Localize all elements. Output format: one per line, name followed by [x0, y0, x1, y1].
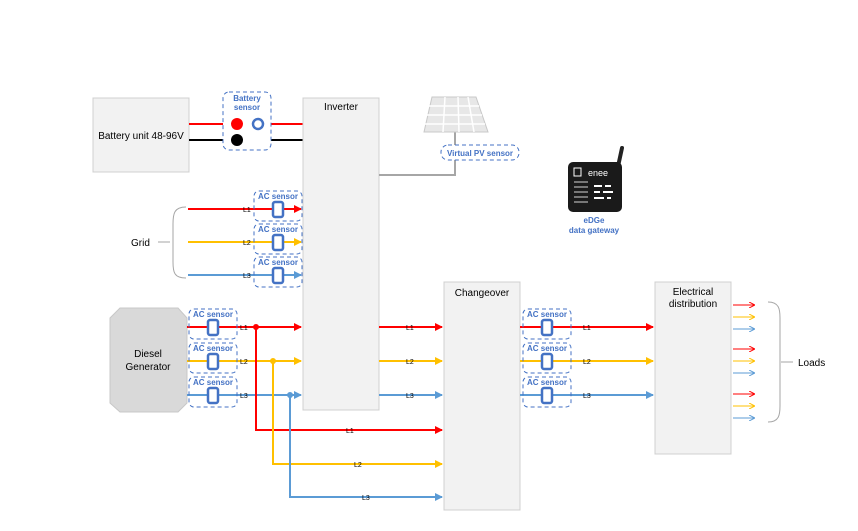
ct-clamp-icon: [206, 318, 220, 337]
bypass-l2-label: L2: [354, 462, 362, 469]
grid-l1-label: L1: [243, 207, 251, 214]
bypass-l1-label: L1: [346, 428, 354, 435]
gateway-name: eDGe: [584, 216, 605, 225]
virtual-pv-label: Virtual PV sensor: [447, 149, 513, 158]
ct-clamp-icon: [540, 352, 554, 371]
ac-sensor-grid-l2: AC sensor: [253, 223, 303, 255]
ct-clamp-icon: [540, 318, 554, 337]
inv-out-l3-label: L3: [406, 393, 414, 400]
gen-l3-label: L3: [240, 393, 248, 400]
generator-label-1: Diesel: [134, 349, 162, 360]
ac-sensor-label: AC sensor: [527, 344, 567, 353]
diesel-generator: Diesel Generator: [109, 307, 188, 413]
ct-clamp-icon: [271, 200, 285, 219]
ac-sensor-label: AC sensor: [258, 258, 298, 267]
grid-label: Grid: [131, 238, 150, 249]
junction-l3: [287, 392, 293, 398]
bypass-l3-label: L3: [362, 495, 370, 502]
ac-sensor-grid-l3: AC sensor: [253, 256, 303, 288]
bypass-l1-line: [255, 327, 443, 434]
solar-panel-icon: [423, 96, 489, 133]
ct-clamp-icon: [271, 266, 285, 285]
inv-out-l1-label: L1: [406, 325, 414, 332]
grid-l3-label: L3: [243, 273, 251, 280]
changeover-label: Changeover: [455, 288, 510, 299]
ct-clamp-icon: [206, 352, 220, 371]
loads-label: Loads: [798, 358, 825, 369]
dist-l3-label: L3: [583, 393, 591, 400]
changeover: Changeover: [443, 281, 521, 511]
battery-sensor-label-1: Battery: [233, 94, 261, 103]
dist-l2-label: L2: [583, 359, 591, 366]
ac-sensor-label: AC sensor: [258, 225, 298, 234]
edge-gateway: enee eDGe data gateway: [568, 146, 624, 235]
inverter-label: Inverter: [324, 102, 359, 113]
inv-out-l2-label: L2: [406, 359, 414, 366]
electrical-distribution: Electrical distribution: [654, 281, 732, 455]
distribution-label-2: distribution: [669, 299, 717, 310]
loads: Loads: [767, 301, 825, 423]
ac-sensor-grid-l1: AC sensor: [253, 190, 303, 222]
ac-sensor-out-l2: AC sensor: [522, 342, 572, 374]
ac-sensor-label: AC sensor: [258, 192, 298, 201]
bypass-l3-line: [289, 395, 443, 501]
gateway-brand: enee: [588, 168, 608, 178]
junction-l1: [253, 324, 259, 330]
gateway-subtitle: data gateway: [569, 226, 620, 235]
ac-sensor-label: AC sensor: [527, 310, 567, 319]
ct-clamp-icon: [540, 386, 554, 405]
positive-terminal-icon: [231, 118, 243, 130]
dist-l1-label: L1: [583, 325, 591, 332]
ac-sensor-label: AC sensor: [193, 310, 233, 319]
ac-sensor-out-l3: AC sensor: [522, 376, 572, 408]
ct-clamp-icon: [206, 386, 220, 405]
ac-sensor-label: AC sensor: [193, 378, 233, 387]
ac-sensor-label: AC sensor: [527, 378, 567, 387]
ac-sensor-label: AC sensor: [193, 344, 233, 353]
grid-source: Grid: [131, 206, 187, 279]
battery-unit: Battery unit 48-96V: [92, 97, 190, 173]
gen-l2-label: L2: [240, 359, 248, 366]
virtual-pv-sensor: Virtual PV sensor: [440, 144, 520, 161]
negative-terminal-icon: [231, 134, 243, 146]
ac-sensor-gen-l1: AC sensor: [188, 308, 238, 340]
generator-label-2: Generator: [125, 362, 171, 373]
ct-clamp-icon: [271, 233, 285, 252]
gen-l1-label: L1: [240, 325, 248, 332]
battery-sensor-label-2: sensor: [234, 103, 260, 112]
grid-l2-label: L2: [243, 240, 251, 247]
bypass-l2-line: [272, 361, 443, 468]
current-clamp-icon: [251, 117, 265, 131]
ac-sensor-gen-l3: AC sensor: [188, 376, 238, 408]
ac-sensor-gen-l2: AC sensor: [188, 342, 238, 374]
ac-sensor-out-l1: AC sensor: [522, 308, 572, 340]
load-circuits: [733, 305, 754, 418]
junction-l2: [270, 358, 276, 364]
battery-label: Battery unit 48-96V: [98, 131, 184, 142]
distribution-label-1: Electrical: [673, 287, 714, 298]
inverter: Inverter: [302, 97, 380, 411]
battery-sensor: Battery sensor: [222, 91, 272, 151]
